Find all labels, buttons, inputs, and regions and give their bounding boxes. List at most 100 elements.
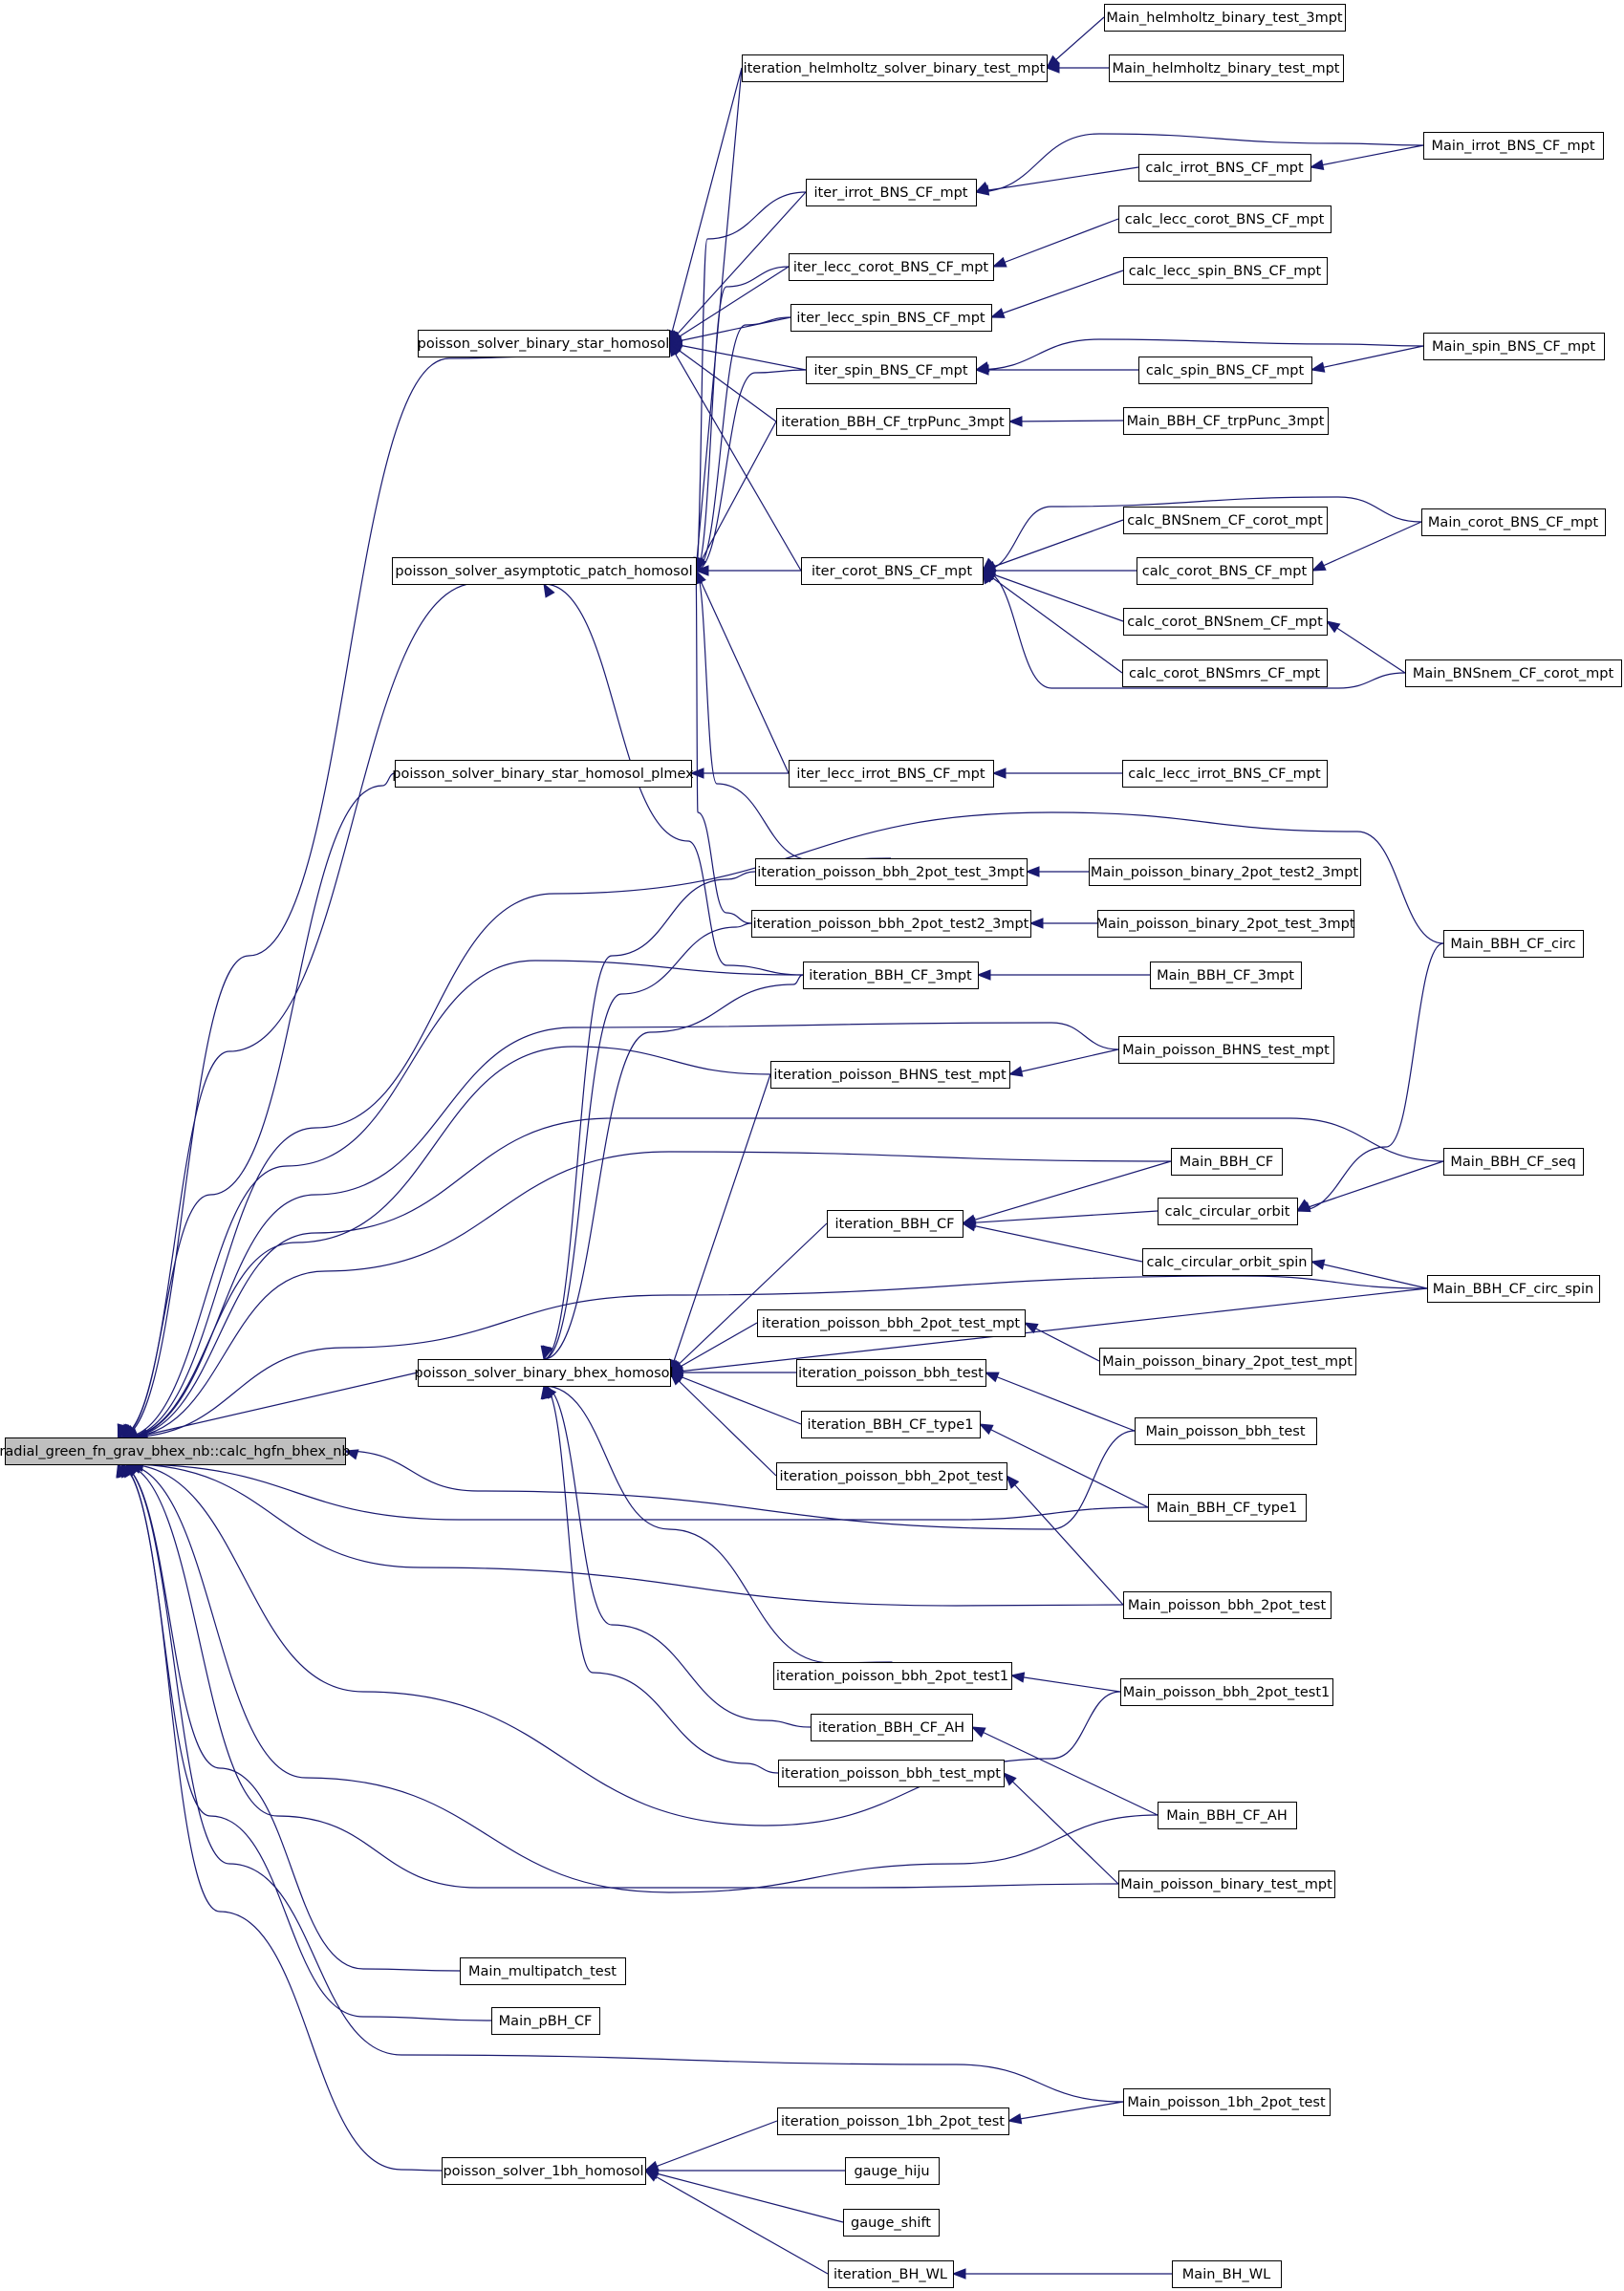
edge-ibbhcf-to-mbbhcf <box>962 1160 1172 1224</box>
edge-ibbhcf-to-ccirc <box>962 1210 1158 1224</box>
edge-arrowhead <box>689 767 704 779</box>
node-mpb2pt3[interactable]: Main_poisson_binary_2pot_test_3mpt <box>1095 910 1355 938</box>
node-ipbt[interactable]: iteration_poisson_bbh_test <box>796 1359 986 1387</box>
node-cirrot[interactable]: calc_irrot_BNS_CF_mpt <box>1138 154 1311 182</box>
node-mp1bh[interactable]: Main_poisson_1bh_2pot_test <box>1123 2088 1331 2116</box>
node-box <box>1135 1417 1317 1445</box>
node-ileccirrot[interactable]: iter_lecc_irrot_BNS_CF_mpt <box>789 760 994 788</box>
node-root[interactable]: radial_green_fn_grav_bhex_nb::calc_hgfn_… <box>0 1437 351 1465</box>
node-ispin[interactable]: iter_spin_BNS_CF_mpt <box>806 357 977 384</box>
node-ipb2pt3[interactable]: iteration_poisson_bbh_2pot_test_3mpt <box>755 858 1028 886</box>
node-cleccirrot[interactable]: calc_lecc_irrot_BNS_CF_mpt <box>1122 760 1328 788</box>
node-mpb2ptmpt[interactable]: Main_poisson_binary_2pot_test_mpt <box>1099 1348 1356 1375</box>
node-ileccspin[interactable]: iter_lecc_spin_BNS_CF_mpt <box>790 304 992 332</box>
node-psbbh[interactable]: poisson_solver_binary_bhex_homosol <box>414 1359 674 1387</box>
node-mhbt[interactable]: Main_helmholtz_binary_test_mpt <box>1109 54 1344 82</box>
node-ipbhns[interactable]: iteration_poisson_BHNS_test_mpt <box>770 1061 1010 1089</box>
node-icorot[interactable]: iter_corot_BNS_CF_mpt <box>801 557 984 585</box>
node-ibbhah[interactable]: iteration_BBH_CF_AH <box>811 1714 973 1741</box>
edge-ccirc-to-mbbhcirc <box>1296 942 1444 1212</box>
edge-arrowhead <box>1325 620 1341 634</box>
node-label: poisson_solver_asymptotic_patch_homosol <box>395 564 692 579</box>
node-ccircspin[interactable]: calc_circular_orbit_spin <box>1142 1248 1312 1276</box>
edge-arrowhead <box>991 767 1007 779</box>
node-mspin[interactable]: Main_spin_BNS_CF_mpt <box>1423 333 1605 360</box>
node-cbnsnemcorot[interactable]: calc_BNSnem_CF_corot_mpt <box>1123 507 1328 534</box>
node-ihsbt[interactable]: iteration_helmholtz_solver_binary_test_m… <box>742 54 1048 82</box>
node-mbbht1[interactable]: Main_BBH_CF_type1 <box>1148 1494 1307 1522</box>
node-mpbtm[interactable]: Main_poisson_binary_test_mpt <box>1118 1870 1335 1898</box>
node-psbshp[interactable]: poisson_solver_binary_star_homosol_plmex <box>392 760 694 788</box>
node-mpbt[interactable]: Main_poisson_bbh_test <box>1135 1417 1317 1445</box>
node-mcorot[interactable]: Main_corot_BNS_CF_mpt <box>1421 508 1606 536</box>
node-iirrot[interactable]: iter_irrot_BNS_CF_mpt <box>806 179 977 206</box>
node-label: iteration_poisson_1bh_2pot_test <box>781 2114 1005 2129</box>
node-mbbhcf[interactable]: Main_BBH_CF <box>1171 1148 1283 1176</box>
node-ipb2pt1[interactable]: iteration_poisson_bbh_2pot_test1 <box>773 1662 1012 1690</box>
node-mmulti[interactable]: Main_multipatch_test <box>460 1957 626 1985</box>
edge-root-to-ibbh3 <box>121 960 804 1438</box>
node-box <box>801 557 984 585</box>
node-box <box>1089 858 1361 886</box>
node-gshift[interactable]: gauge_shift <box>843 2209 940 2237</box>
edge-arrowhead <box>976 969 991 981</box>
node-mbbh3[interactable]: Main_BBH_CF_3mpt <box>1150 962 1302 989</box>
node-box <box>742 54 1048 82</box>
node-mbbhtrp[interactable]: Main_BBH_CF_trpPunc_3mpt <box>1123 407 1329 435</box>
node-label: calc_circular_orbit_spin <box>1146 1255 1307 1270</box>
node-ps1bh[interactable]: poisson_solver_1bh_homosol <box>442 2157 646 2185</box>
node-mbbhah[interactable]: Main_BBH_CF_AH <box>1158 1802 1297 1829</box>
node-ibbhtrp[interactable]: iteration_BBH_CF_trpPunc_3mpt <box>776 408 1010 436</box>
node-label: iteration_poisson_BHNS_test_mpt <box>773 1068 1007 1083</box>
node-ccirc[interactable]: calc_circular_orbit <box>1158 1198 1298 1225</box>
node-box <box>1172 2260 1282 2288</box>
edge-arrowhead <box>123 1427 140 1438</box>
node-ibbhcf[interactable]: iteration_BBH_CF <box>827 1210 964 1238</box>
edge-arrowhead <box>1009 1672 1026 1683</box>
node-clecccorot[interactable]: calc_lecc_corot_BNS_CF_mpt <box>1118 205 1332 233</box>
node-mpb2pt1[interactable]: Main_poisson_bbh_2pot_test1 <box>1120 1678 1333 1706</box>
node-ibhwl[interactable]: iteration_BH_WL <box>828 2260 954 2288</box>
node-label: Main_irrot_BNS_CF_mpt <box>1431 139 1594 154</box>
node-mhbt3[interactable]: Main_helmholtz_binary_test_3mpt <box>1104 4 1346 32</box>
node-mirrot[interactable]: Main_irrot_BNS_CF_mpt <box>1423 132 1604 160</box>
node-box <box>803 962 979 989</box>
node-mpbh[interactable]: Main_pBH_CF <box>491 2007 600 2035</box>
edge-root-to-mbbhseq <box>122 1117 1444 1438</box>
node-label: Main_corot_BNS_CF_mpt <box>1428 515 1598 530</box>
node-ipb2pt2_3[interactable]: iteration_poisson_bbh_2pot_test2_3mpt <box>751 910 1031 938</box>
node-ip1bh[interactable]: iteration_poisson_1bh_2pot_test <box>777 2107 1009 2135</box>
edge-ispin-to-mspin <box>975 338 1424 371</box>
node-mbhwl[interactable]: Main_BH_WL <box>1172 2260 1282 2288</box>
node-mbnsnemcorot[interactable]: Main_BNSnem_CF_corot_mpt <box>1405 659 1622 687</box>
node-mpb2pt2_3[interactable]: Main_poisson_binary_2pot_test2_3mpt <box>1089 858 1361 886</box>
node-ibbht1[interactable]: iteration_BBH_CF_type1 <box>801 1411 981 1438</box>
node-box <box>796 1359 986 1387</box>
node-ghiju[interactable]: gauge_hiju <box>845 2157 940 2185</box>
node-ipbtm[interactable]: iteration_poisson_bbh_test_mpt <box>778 1760 1005 1787</box>
node-label: Main_pBH_CF <box>499 2014 593 2029</box>
node-mbbhseq[interactable]: Main_BBH_CF_seq <box>1443 1148 1584 1176</box>
node-label: Main_poisson_binary_2pot_test2_3mpt <box>1091 865 1359 880</box>
node-ibbh3[interactable]: iteration_BBH_CF_3mpt <box>803 962 979 989</box>
node-mbbhcircspin[interactable]: Main_BBH_CF_circ_spin <box>1427 1275 1600 1303</box>
node-box <box>1138 154 1311 182</box>
node-ccorot[interactable]: calc_corot_BNS_CF_mpt <box>1137 557 1313 585</box>
node-label: Main_poisson_bbh_test <box>1145 1424 1305 1439</box>
node-label: iteration_BH_WL <box>834 2267 947 2282</box>
node-ipb2ptmpt[interactable]: iteration_poisson_bbh_2pot_test_mpt <box>757 1309 1026 1337</box>
node-cleccspin[interactable]: calc_lecc_spin_BNS_CF_mpt <box>1123 257 1328 285</box>
node-ccorotbnsmrs[interactable]: calc_corot_BNSmrs_CF_mpt <box>1122 659 1328 687</box>
edge-ibbhah-to-mbbhah <box>971 1726 1158 1816</box>
node-mpb2pt[interactable]: Main_poisson_bbh_2pot_test <box>1123 1591 1332 1619</box>
edge-psaph-to-ilecccorot <box>695 266 790 572</box>
node-cspin[interactable]: calc_spin_BNS_CF_mpt <box>1138 357 1312 384</box>
node-ilecccorot[interactable]: iter_lecc_corot_BNS_CF_mpt <box>789 253 994 281</box>
node-ccorotbnsnem[interactable]: calc_corot_BNSnem_CF_mpt <box>1123 608 1328 636</box>
node-mpbhns[interactable]: Main_poisson_BHNS_test_mpt <box>1118 1036 1334 1064</box>
node-psaph[interactable]: poisson_solver_asymptotic_patch_homosol <box>392 557 697 585</box>
node-ipb2pt[interactable]: iteration_poisson_bbh_2pot_test <box>776 1462 1007 1490</box>
node-psbsh[interactable]: poisson_solver_binary_star_homosol <box>418 330 670 357</box>
node-box <box>801 1411 981 1438</box>
node-mbbhcirc[interactable]: Main_BBH_CF_circ <box>1443 930 1584 958</box>
